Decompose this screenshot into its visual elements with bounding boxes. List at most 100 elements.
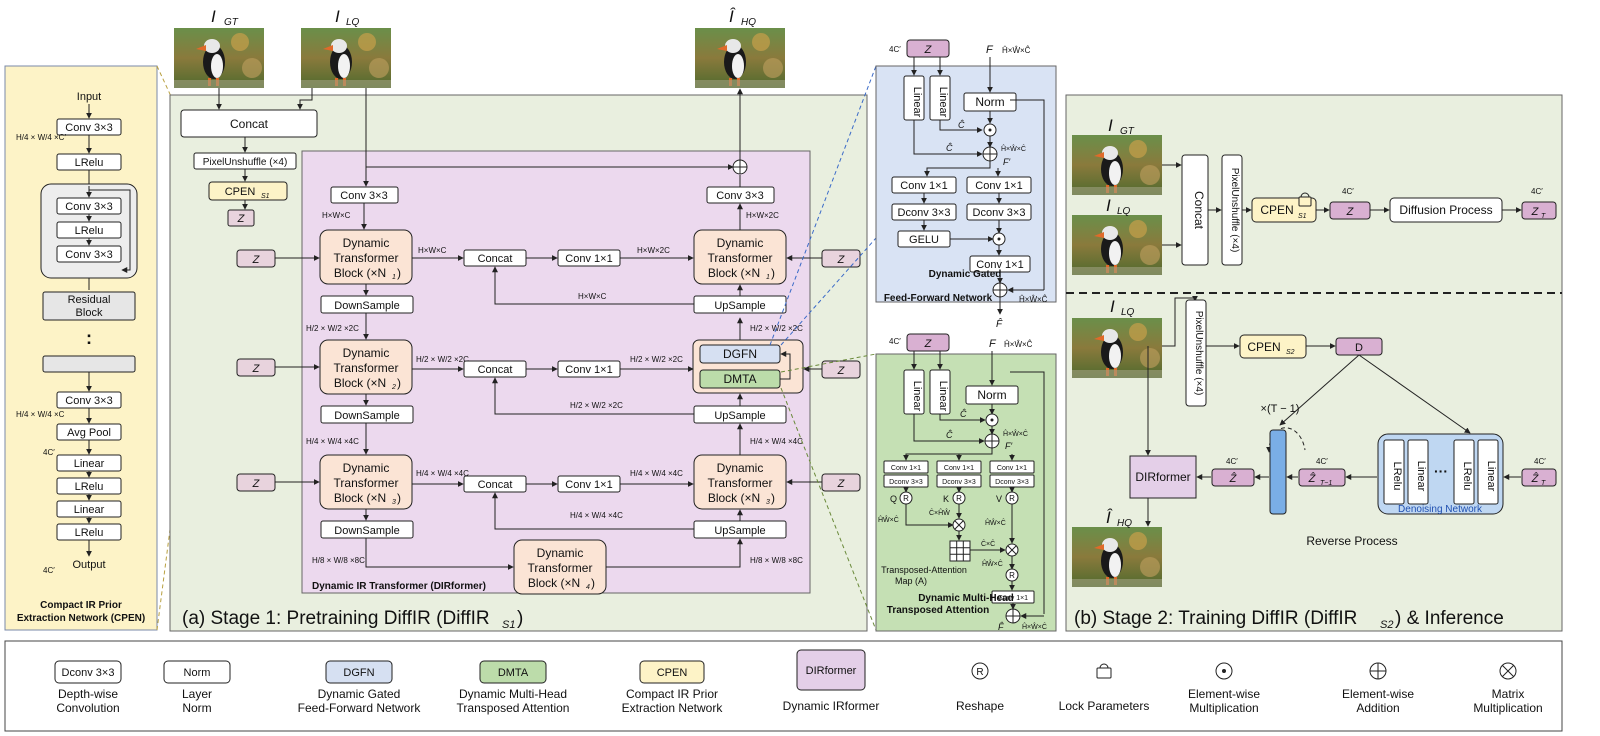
dmta-k-r: R [956, 494, 962, 503]
s2-ilq-label-2: I [1110, 297, 1115, 316]
dmta-dim-4c: 4C′ [889, 337, 901, 346]
s2-d-label: D [1355, 342, 1363, 354]
svg-text:): ) [397, 266, 401, 280]
dmta-linear2-label: Linear [937, 381, 949, 412]
z-label-dec3: Z [837, 478, 846, 490]
dmta-v-conv1 [989, 460, 1035, 474]
cpen-residual-label1: Residual [68, 294, 111, 306]
cpen-residual-label2: Block [76, 307, 103, 319]
legend-symbol-text-1: Norm [184, 667, 211, 679]
dgfn-f-label: F [986, 44, 994, 56]
cpen-s1-label: CPEN [225, 186, 256, 198]
s2-ilq-label: I [1106, 196, 1111, 215]
dmta-z-box [906, 333, 950, 352]
dmta-chat1: Ĉ [960, 409, 967, 419]
dgfn-f-dim: Ĥ×Ŵ×Ĉ [1002, 46, 1031, 55]
conv3-input-label: Conv 3×3 [340, 190, 387, 202]
dgfn-chat1: Ĉ [958, 120, 965, 130]
latent-dtb4-l3: Block (×N [528, 576, 580, 590]
cpen-res-conv2 [56, 245, 122, 263]
s2-dim-4c-top: 4C′ [1342, 187, 1354, 196]
legend-label-6: Reshape [956, 699, 1004, 713]
dec-dtb3-n: 3 [766, 499, 770, 506]
s2-z-label: Z [1346, 206, 1355, 218]
s2-dim-4c-zt: 4C′ [1531, 187, 1543, 196]
dgfn-fprime: F′ [1003, 157, 1010, 167]
enc-dtb1-n: 1 [392, 274, 396, 281]
cpen-dim-out: 4C′ [43, 566, 55, 575]
conv1-3-label: Conv 1×1 [565, 479, 612, 491]
dim-hwc-1: H×W×C [322, 211, 351, 220]
legend-label-10: Matrix [1492, 687, 1525, 701]
dim-hwc-2: H×W×C [418, 246, 447, 255]
stage1-caption-end: ) [517, 608, 523, 629]
conv1-1-label: Conv 1×1 [565, 253, 612, 265]
enc-dtb3-l2: Transformer [334, 476, 399, 490]
cpen-input-label: Input [77, 91, 101, 103]
enc-dtb2-l1: Dynamic [343, 346, 390, 360]
ihq-label: Î [729, 7, 736, 26]
latent-dtb4-n: 4 [586, 584, 590, 591]
ilq-image [301, 28, 391, 88]
dmta-f-dim: Ĥ×Ŵ×Ĉ [1004, 340, 1033, 349]
legend-lock-icon [1096, 667, 1112, 679]
s2-pixelunshuffle-bottom [1185, 299, 1207, 407]
downsample2-label: DownSample [334, 410, 399, 422]
dmta-k-conv1-label: Conv 1×1 [944, 465, 974, 472]
dmta-q-dconv-label: Dconv 3×3 [889, 479, 923, 486]
s2-ilq-sub-2: LQ [1121, 307, 1135, 318]
legend-x-b [1502, 665, 1514, 677]
legend-symbol-text-2: DGFN [343, 667, 374, 679]
legend-symbol-text-0: Dconv 3×3 [62, 667, 115, 679]
legend-symbol-text-4: CPEN [657, 667, 688, 679]
legend-label-2: Dynamic Gated [318, 687, 401, 701]
cpen-lrelu2-label: LRelu [75, 481, 104, 493]
dim-2-b: H/2 × W/2 ×2C [630, 355, 683, 364]
enc-dtb2-l2: Transformer [334, 361, 399, 375]
dgfn-box [699, 344, 781, 364]
s2-blue-bar [1269, 429, 1287, 515]
enc-dtb3-l3: Block (×N [334, 491, 386, 505]
dn-lrelu1 [1383, 439, 1405, 505]
dgfn-chat2: Ĉ [946, 143, 953, 153]
dmta-out-dim: ĤŴ×Ĉ [982, 559, 1003, 568]
dgfn-title2: Feed-Forward Network [884, 293, 993, 304]
legend-label-5: Dynamic IRformer [783, 699, 880, 713]
legend-symbol-2 [325, 660, 393, 684]
dim-hw2c-2: H×W×2C [746, 211, 779, 220]
s2-pixelunshuffle-bottom-label: PixelUnshuffle (×4) [1193, 311, 1204, 396]
dgfn-gelu-label: GELU [909, 234, 939, 246]
enc-dtb2-n: 2 [391, 384, 396, 391]
upsample2-label: UpSample [714, 410, 765, 422]
legend-label2-10: Multiplication [1473, 701, 1542, 715]
legend-symbol-text-3: DMTA [498, 667, 529, 679]
dec-dtb3-l1: Dynamic [717, 461, 764, 475]
dmta-conv1-out-label: Conv 1×1 [998, 595, 1028, 602]
downsample3-label: DownSample [334, 525, 399, 537]
legend-label-8: Element-wise [1188, 687, 1260, 701]
dgfn-out-dim: Ĥ×Ŵ×Ĉ [1019, 295, 1048, 304]
downsample3-box [320, 520, 414, 539]
cpen-panel-bg [4, 65, 158, 631]
igt-image [174, 28, 264, 88]
dgfn-fprime-dim: Ĥ×Ŵ×Ĉ [1001, 144, 1026, 153]
dec-dtb1-l1: Dynamic [717, 236, 764, 250]
legend-mult-dot [1222, 669, 1226, 673]
legend-label2-8: Multiplication [1189, 701, 1258, 715]
dec-dtb1-l3: Block (×N [708, 266, 760, 280]
dn-linear2 [1477, 439, 1499, 505]
dgfn-conv1-left-label: Conv 1×1 [900, 180, 947, 192]
legend-label2-0: Convolution [56, 701, 119, 715]
dgfn-z-label: Z [924, 44, 933, 56]
downsample1-label: DownSample [334, 300, 399, 312]
dmta-v-conv1-label: Conv 1×1 [997, 465, 1027, 472]
s2-dim-4c-zt1: 4C′ [1316, 457, 1328, 466]
cpen-title2: Extraction Network (CPEN) [17, 613, 145, 624]
dim-4-c: H/4 × W/4 ×4C [570, 511, 623, 520]
dmta-fprime-dim: Ĥ×Ŵ×Ĉ [1003, 429, 1028, 438]
dmta-v-dconv-label: Dconv 3×3 [995, 479, 1029, 486]
legend-label-9: Element-wise [1342, 687, 1414, 701]
s2-ilq-sub: LQ [1117, 206, 1131, 217]
lock-icon [1298, 192, 1312, 207]
s2-zhat-box [1211, 468, 1255, 487]
